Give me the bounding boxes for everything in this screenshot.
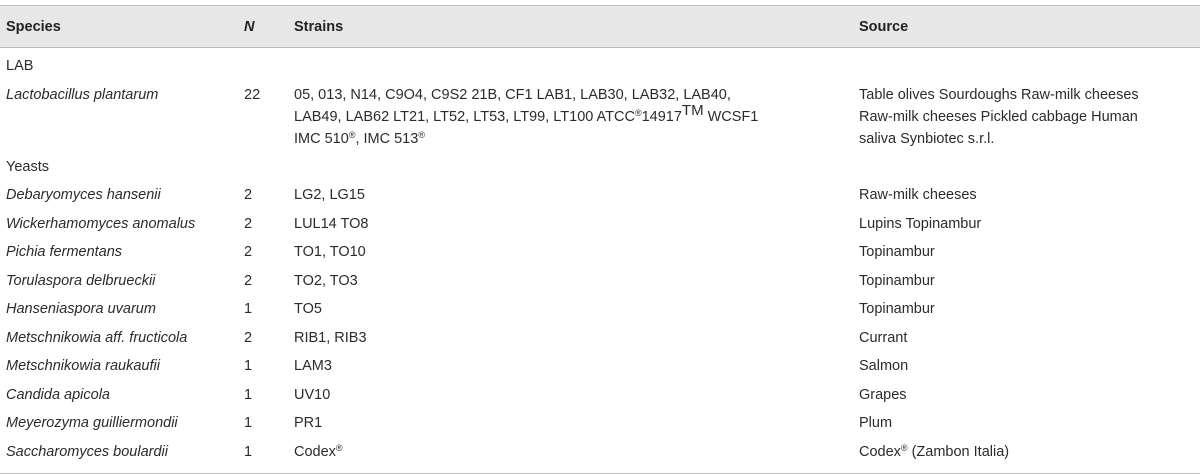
table-header-row: Species N Strains Source (0, 5, 1200, 48)
species-cell: Wickerhamomyces anomalus (6, 215, 196, 232)
table-row: Saccharomyces boulardii 1 Codex® Codex® … (0, 438, 1200, 474)
species-cell: Debaryomyces hansenii (6, 187, 161, 203)
strains-cell: 05, 013, N14, C9O4, C9S2 21B, CF1 LAB1, … (288, 82, 853, 154)
species-cell: Meyerozyma guilliermondii (6, 415, 178, 431)
strains-line-1: 05, 013, N14, C9O4, C9S2 21B, CF1 LAB1, … (294, 86, 731, 103)
source-cell: Topinambur (859, 301, 935, 317)
table-row: Hanseniaspora uvarum 1 TO5 Topinambur (0, 296, 1200, 325)
group-row-yeasts: Yeasts (0, 154, 1200, 183)
source-cell: Topinambur (859, 244, 935, 260)
species-cell: Hanseniaspora uvarum (6, 301, 156, 317)
source-line-2: Raw-milk cheeses Pickled cabbage Human (859, 108, 1138, 125)
n-cell: 2 (244, 244, 253, 260)
source-cell: Lupins Topinambur (859, 215, 982, 232)
registered-mark: ® (335, 442, 343, 453)
header-source: Source (853, 5, 1200, 48)
source-cell: Salmon (859, 358, 909, 374)
n-cell: 2 (244, 215, 253, 232)
strains-text: Codex (294, 443, 336, 460)
strains-table-container: Species N Strains Source LAB Lactobacill… (0, 5, 1200, 474)
empty-cell (238, 154, 288, 183)
header-species: Species (0, 5, 238, 48)
n-cell: 1 (238, 438, 288, 474)
table-row-lactobacillus: Lactobacillus plantarum 22 05, 013, N14,… (0, 82, 1200, 154)
table-row: Meyerozyma guilliermondii 1 PR1 Plum (0, 410, 1200, 439)
registered-mark: ® (900, 442, 908, 453)
n-cell: 22 (244, 86, 261, 103)
strains-line-2a: LAB49, LAB62 LT21, LT52, LT53, LT99, LT1… (294, 108, 635, 125)
table-row: Metschnikowia raukaufii 1 LAM3 Salmon (0, 353, 1200, 382)
strains-cell: LAM3 (294, 358, 332, 374)
strains-line-3b: , IMC 513 (355, 130, 419, 147)
registered-mark: ® (634, 107, 642, 118)
n-cell: 1 (244, 386, 253, 403)
strains-line-2b: 14917 (641, 108, 682, 125)
group-label-yeasts: Yeasts (6, 158, 49, 175)
strains-cell: TO1, TO10 (294, 244, 366, 260)
n-cell: 2 (244, 187, 253, 203)
species-cell: Lactobacillus plantarum (6, 86, 159, 103)
source-cell: Topinambur (859, 272, 935, 289)
source-cell: Table olives Sourdoughs Raw-milk cheeses… (853, 82, 1200, 154)
species-cell: Metschnikowia aff. fructicola (6, 329, 188, 346)
strains-cell: LUL14 TO8 (294, 215, 369, 232)
n-cell: 2 (244, 272, 253, 289)
strains-cell: PR1 (294, 415, 323, 431)
n-cell: 1 (244, 415, 253, 431)
strains-table: Species N Strains Source LAB Lactobacill… (0, 5, 1200, 474)
strains-cell: UV10 (294, 386, 331, 403)
table-row: Metschnikowia aff. fructicola 2 RIB1, RI… (0, 325, 1200, 354)
table-row: Debaryomyces hansenii 2 LG2, LG15 Raw-mi… (0, 182, 1200, 211)
registered-mark: ® (348, 129, 356, 140)
strains-cell: Codex® (288, 438, 853, 474)
source-cell: Currant (859, 329, 908, 346)
strains-line-2c: WCSF1 (703, 108, 759, 125)
species-cell: Saccharomyces boulardii (0, 438, 238, 474)
empty-cell (288, 48, 853, 82)
source-text-a: Codex (859, 443, 901, 460)
n-cell: 2 (244, 329, 253, 346)
header-strains: Strains (288, 5, 853, 48)
strains-cell: RIB1, RIB3 (294, 329, 367, 346)
strains-line-3a: IMC 510 (294, 130, 349, 147)
n-cell: 1 (244, 358, 253, 374)
source-cell: Plum (859, 415, 893, 431)
source-line-3: saliva Synbiotec s.r.l. (859, 130, 995, 147)
table-row: Torulaspora delbrueckii 2 TO2, TO3 Topin… (0, 268, 1200, 297)
strains-cell: TO5 (294, 301, 322, 317)
species-cell: Torulaspora delbrueckii (6, 272, 156, 289)
species-cell: Candida apicola (6, 386, 110, 403)
group-label-lab: LAB (6, 58, 34, 74)
empty-cell (238, 48, 288, 82)
source-cell: Codex® (Zambon Italia) (853, 438, 1200, 474)
group-row-lab: LAB (0, 48, 1200, 82)
source-cell: Grapes (859, 386, 907, 403)
empty-cell (853, 154, 1200, 183)
registered-mark: ® (418, 129, 425, 140)
source-cell: Raw-milk cheeses (859, 187, 977, 203)
trademark-mark: TM (681, 101, 704, 119)
empty-cell (853, 48, 1200, 82)
table-row: Wickerhamomyces anomalus 2 LUL14 TO8 Lup… (0, 211, 1200, 240)
table-row: Pichia fermentans 2 TO1, TO10 Topinambur (0, 239, 1200, 268)
header-n: N (238, 5, 288, 48)
source-line-1: Table olives Sourdoughs Raw-milk cheeses (859, 86, 1139, 103)
source-text-b: (Zambon Italia) (907, 443, 1010, 460)
table-row: Candida apicola 1 UV10 Grapes (0, 382, 1200, 411)
species-cell: Pichia fermentans (6, 244, 123, 260)
strains-cell: LG2, LG15 (294, 187, 365, 203)
n-cell: 1 (244, 301, 253, 317)
species-cell: Metschnikowia raukaufii (6, 358, 160, 374)
empty-cell (288, 154, 853, 183)
strains-cell: TO2, TO3 (294, 272, 358, 289)
